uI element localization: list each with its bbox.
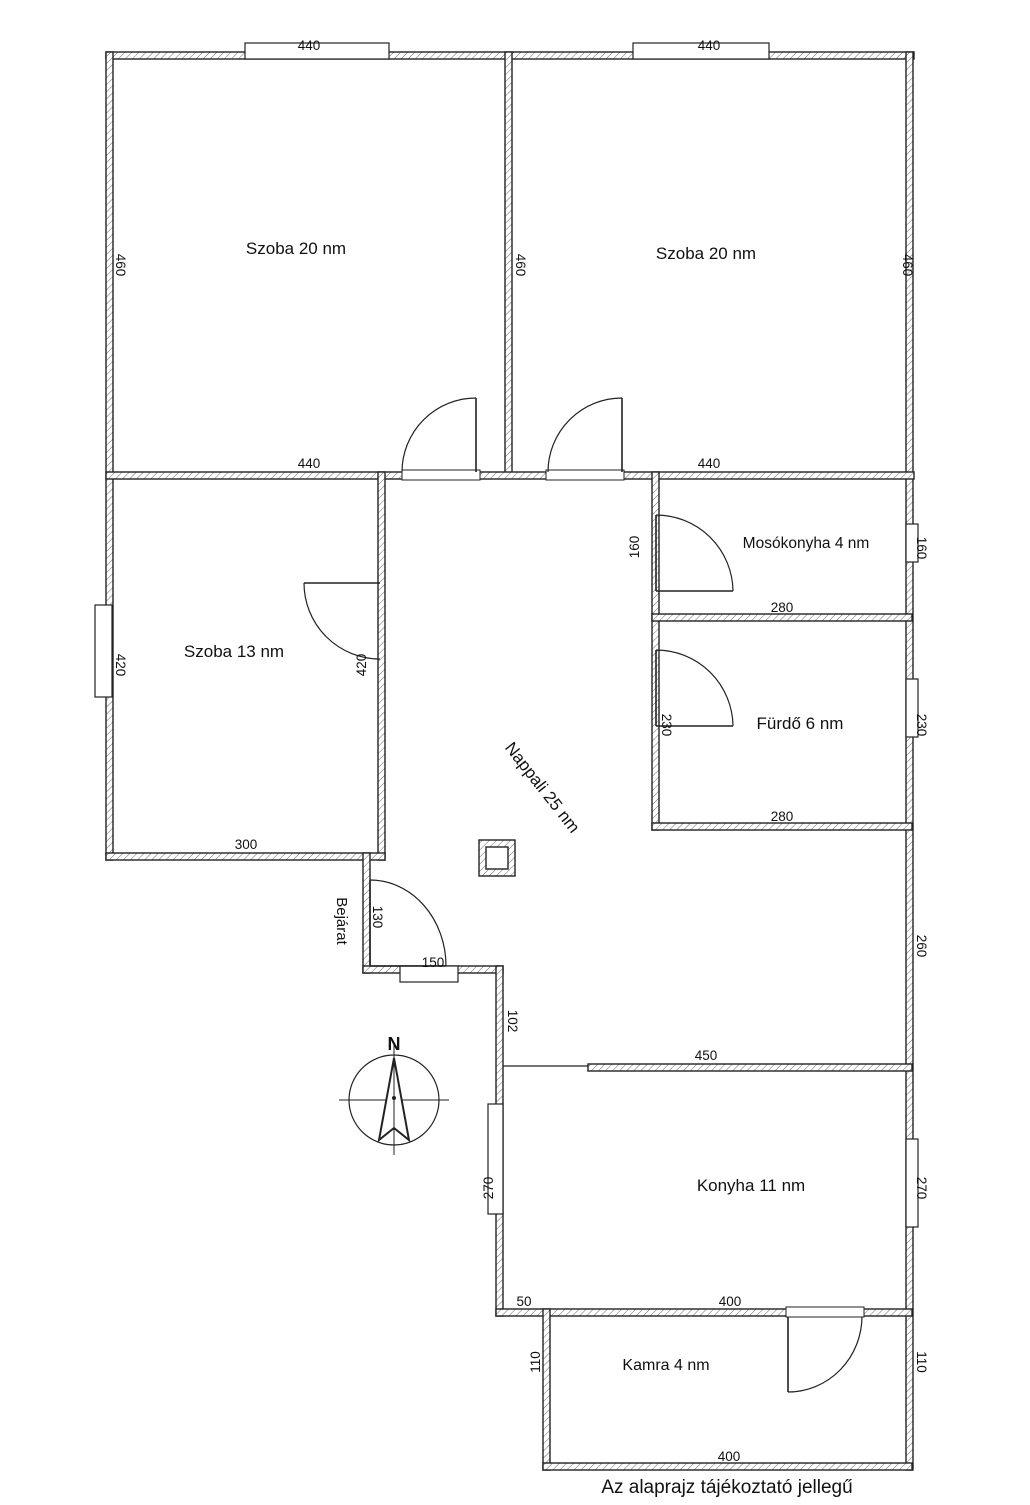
dim-szoba2-bottom: 440 bbox=[698, 456, 721, 471]
room-szoba3: Szoba 13 nm bbox=[184, 642, 284, 661]
wall-entry-left bbox=[362, 852, 371, 974]
compass-icon: N bbox=[339, 1034, 449, 1155]
room-furdo: Fürdő 6 nm bbox=[757, 714, 844, 733]
room-bejarat: Bejárat bbox=[333, 897, 350, 945]
wall-mid-horizontal bbox=[105, 471, 915, 480]
dim-szoba3-left: 420 bbox=[113, 654, 128, 677]
dim-top-right: 440 bbox=[698, 38, 721, 53]
room-konyha: Konyha 11 nm bbox=[697, 1176, 805, 1195]
room-szoba1: Szoba 20 nm bbox=[246, 239, 346, 258]
dim-entry-bottom: 150 bbox=[422, 955, 445, 970]
doors bbox=[303, 397, 865, 1393]
dim-konyha-top: 450 bbox=[695, 1048, 718, 1063]
chimney bbox=[478, 839, 516, 877]
wall-konyha-bottom bbox=[495, 1308, 913, 1317]
wall-divider-top bbox=[504, 51, 513, 477]
dim-szoba3-right: 420 bbox=[354, 654, 369, 677]
dim-mos-right: 160 bbox=[914, 537, 929, 560]
dim-szoba2-right: 460 bbox=[900, 254, 915, 277]
dim-mos-left: 160 bbox=[627, 536, 642, 559]
window-mosokonyha bbox=[905, 523, 919, 563]
dim-szoba1-right: 460 bbox=[513, 254, 528, 277]
window-konyha-right bbox=[905, 1138, 919, 1228]
wall-left bbox=[105, 51, 114, 861]
windows bbox=[94, 42, 919, 1228]
wall-kamra-left bbox=[542, 1308, 551, 1471]
room-mosokonyha: Mosókonyha 4 nm bbox=[743, 535, 870, 552]
room-szoba2: Szoba 20 nm bbox=[656, 244, 756, 263]
dim-kamra-right: 110 bbox=[914, 1351, 929, 1373]
wall-mos-bottom bbox=[651, 613, 913, 622]
dim-step: 102 bbox=[505, 1010, 520, 1033]
dim-konyha-bottom: 400 bbox=[719, 1294, 742, 1309]
wall-szoba3-right bbox=[377, 471, 386, 861]
dim-kamra-left: 110 bbox=[528, 1351, 543, 1373]
dim-konyha-bottom-small: 50 bbox=[516, 1294, 531, 1309]
room-kamra: Kamra 4 nm bbox=[622, 1357, 709, 1374]
dim-top-left: 440 bbox=[298, 38, 321, 53]
window-konyha-left bbox=[487, 1103, 504, 1215]
dim-right-mid: 260 bbox=[914, 935, 929, 958]
dim-konyha-right: 270 bbox=[914, 1177, 929, 1200]
wall-furdo-bottom bbox=[651, 822, 913, 831]
dim-szoba1-left: 460 bbox=[113, 254, 128, 277]
compass-north-label: N bbox=[388, 1034, 401, 1054]
dim-szoba1-bottom: 440 bbox=[298, 456, 321, 471]
window-szoba2 bbox=[632, 42, 770, 60]
room-nappali: Nappali 25 nm bbox=[501, 739, 583, 837]
dim-konyha-left: 270 bbox=[481, 1177, 496, 1200]
wall-szoba3-bottom bbox=[105, 852, 386, 861]
disclaimer-note: Az alaprajz tájékoztató jellegű bbox=[601, 1477, 852, 1498]
dim-entry-side: 130 bbox=[370, 906, 385, 929]
dim-mos-bottom: 280 bbox=[771, 600, 794, 615]
dim-kamra-bottom: 400 bbox=[718, 1449, 741, 1464]
wall-konyha-top bbox=[587, 1063, 913, 1072]
window-furdo bbox=[905, 678, 919, 738]
window-szoba3 bbox=[94, 604, 113, 698]
window-szoba1 bbox=[244, 42, 390, 60]
dim-furdo-bottom: 280 bbox=[771, 809, 794, 824]
dim-furdo-left: 230 bbox=[659, 714, 674, 737]
dim-furdo-right: 230 bbox=[914, 714, 929, 737]
wall-kamra-bottom bbox=[542, 1462, 913, 1471]
dim-szoba3-bottom: 300 bbox=[235, 837, 258, 852]
